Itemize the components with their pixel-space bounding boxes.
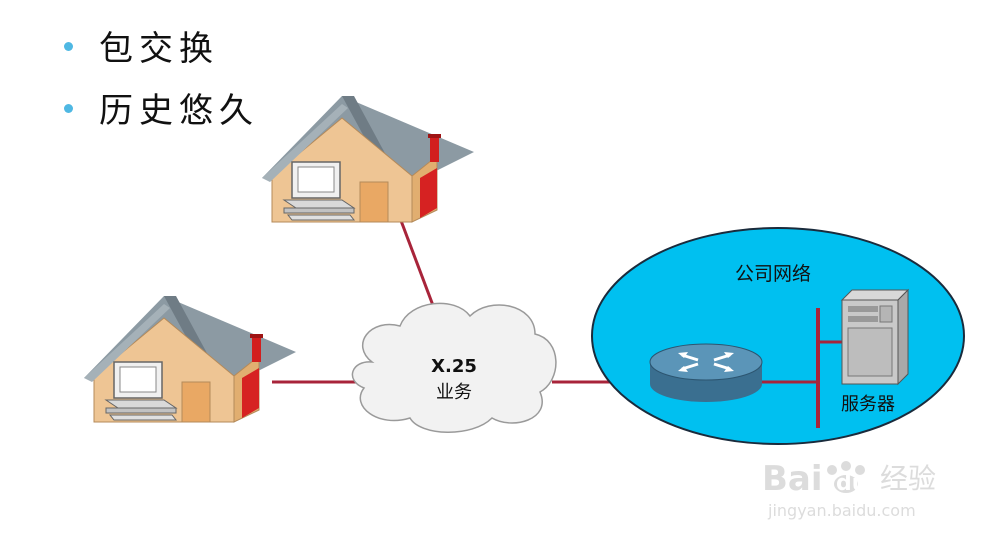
bullet-dot xyxy=(64,41,73,51)
bullet-text-packet-switching: 包交换 xyxy=(99,28,219,69)
baidu-watermark: Bai du 经验 jingyan.baidu.com xyxy=(762,459,936,520)
bullet-list: 包交换 历史悠久 xyxy=(64,14,259,138)
watermark-url: jingyan.baidu.com xyxy=(767,501,916,520)
paw-icon xyxy=(827,461,865,493)
server-icon xyxy=(840,288,910,386)
house-top-icon xyxy=(262,96,474,223)
bullet-item: 历史悠久 xyxy=(64,76,259,138)
watermark-cn: 经验 xyxy=(880,462,936,495)
cloud-label-service: 业务 xyxy=(436,382,472,403)
bullet-text-long-history: 历史悠久 xyxy=(99,90,259,131)
bullet-item: 包交换 xyxy=(64,14,259,76)
bullet-dot xyxy=(64,103,73,113)
watermark-brand: Bai xyxy=(762,459,823,499)
corporate-network-title: 公司网络 xyxy=(735,263,811,285)
x25-cloud-icon xyxy=(351,302,557,433)
watermark-brand-du: du xyxy=(836,471,867,496)
cloud-label-x25: X.25 xyxy=(431,356,477,377)
house-left-icon xyxy=(84,296,296,423)
server-label: 服务器 xyxy=(841,394,895,415)
router-icon xyxy=(649,343,763,402)
